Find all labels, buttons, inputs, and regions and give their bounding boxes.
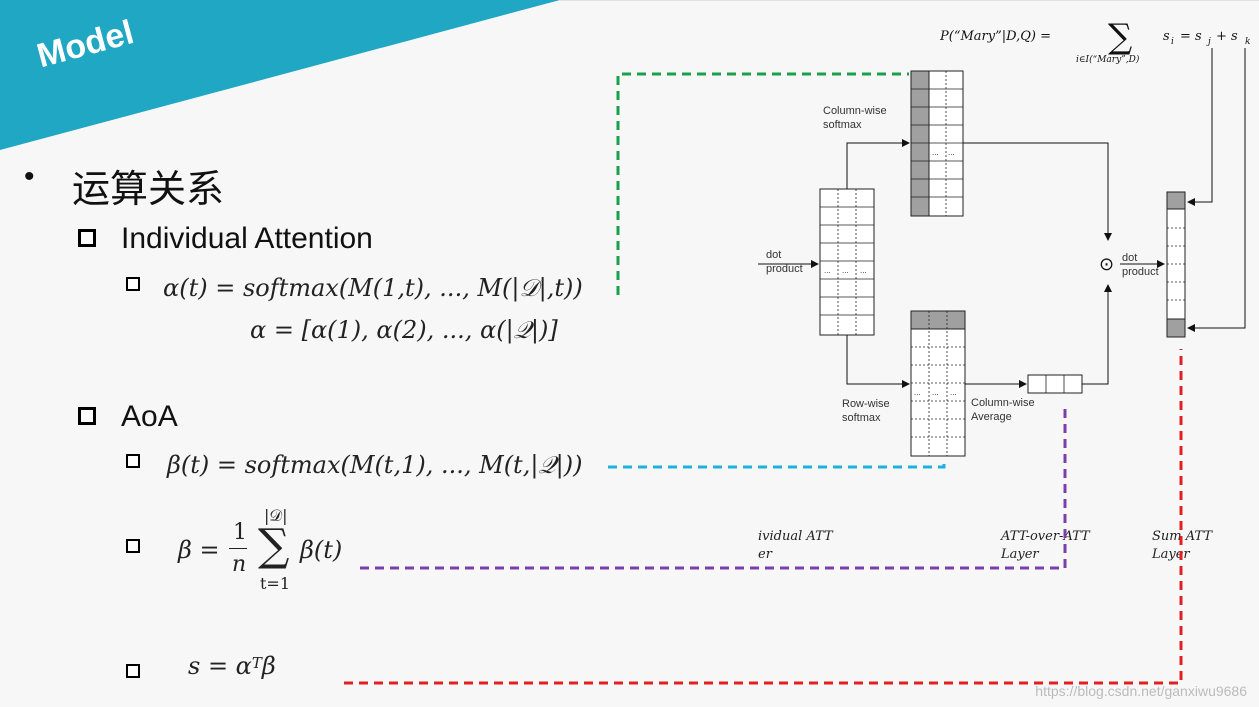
dot-product-left-2: product: [766, 263, 803, 275]
header-banner: [0, 0, 1259, 150]
checkbox-icon: [126, 664, 140, 678]
pairwise-matrix: ... ... ...: [819, 188, 875, 336]
ellipsis: ...: [842, 266, 849, 275]
individual-attention-label: Individual Attention: [121, 222, 373, 255]
beta-t-equation: β(t) = softmax(M(t,1), ..., M(t,|𝒬|)): [167, 451, 583, 479]
odot-icon: ⊙: [1099, 254, 1114, 275]
layer-right-label-2: Layer: [1151, 547, 1190, 562]
alpha-t-equation: α(t) = softmax(M(1,t), ..., M(|𝒟|,t)): [163, 274, 583, 302]
sum-top: |𝒟|: [264, 506, 288, 525]
sum-icon: ∑: [258, 520, 290, 571]
cyan-connector: [608, 458, 946, 469]
frac-den: n: [232, 552, 247, 577]
checkbox-icon: [126, 539, 140, 553]
col-avg-label-1: Column-wise: [971, 397, 1035, 409]
beta-average-equation: β = 1 n |𝒟| ∑ t=1 β(t): [178, 506, 358, 596]
section-title: 运算关系: [72, 167, 225, 211]
checkbox-icon: [78, 407, 96, 425]
ellipsis: ...: [950, 388, 957, 397]
score-lhs: s = α: [188, 652, 252, 680]
red-connector: [344, 349, 1183, 685]
layer-left-label-1: ividual ATT: [758, 529, 834, 544]
purple-connector: [360, 408, 1067, 570]
row-softmax-matrix: ... ... ...: [910, 310, 966, 457]
column-average-vector: [1027, 374, 1083, 394]
alpha-vector-equation: α = [α(1), α(2), ..., α(|𝒬|)]: [250, 316, 558, 344]
layer-left-label-2: er: [758, 547, 773, 562]
checkbox-icon: [126, 277, 140, 291]
checkbox-icon: [126, 454, 140, 468]
watermark: https://blog.csdn.net/ganxiwu9686: [1035, 683, 1247, 699]
sum-attention-vector: [1166, 191, 1186, 338]
score-equation: s = αTβ: [188, 652, 276, 680]
aoa-label: AoA: [121, 400, 178, 433]
ellipsis: ...: [860, 266, 867, 275]
layer-mid-label-2: Layer: [1000, 547, 1039, 562]
row-softmax-label-1: Row-wise: [842, 398, 890, 410]
dot-product-right-2: product: [1122, 266, 1159, 278]
bullet-dot: •: [24, 160, 35, 193]
transpose-sup: T: [251, 653, 262, 672]
frac-num: 1: [233, 520, 247, 545]
score-tail: β: [261, 652, 276, 680]
ellipsis: ...: [914, 388, 921, 397]
ellipsis: ...: [932, 388, 939, 397]
ellipsis: ...: [824, 266, 831, 275]
sum-bottom: t=1: [260, 574, 291, 593]
dot-product-right-1: dot: [1122, 252, 1137, 264]
beta-lhs: β =: [178, 536, 220, 564]
beta-rhs: β(t): [300, 536, 343, 564]
layer-right-label-1: Sum ATT: [1152, 529, 1213, 544]
col-avg-label-2: Average: [971, 411, 1012, 423]
fraction-bar: [229, 548, 247, 549]
checkbox-icon: [78, 229, 96, 247]
layer-mid-label-1: ATT-over-ATT: [1000, 529, 1091, 544]
dot-product-left-1: dot: [766, 249, 781, 261]
row-softmax-label-2: softmax: [842, 412, 881, 424]
